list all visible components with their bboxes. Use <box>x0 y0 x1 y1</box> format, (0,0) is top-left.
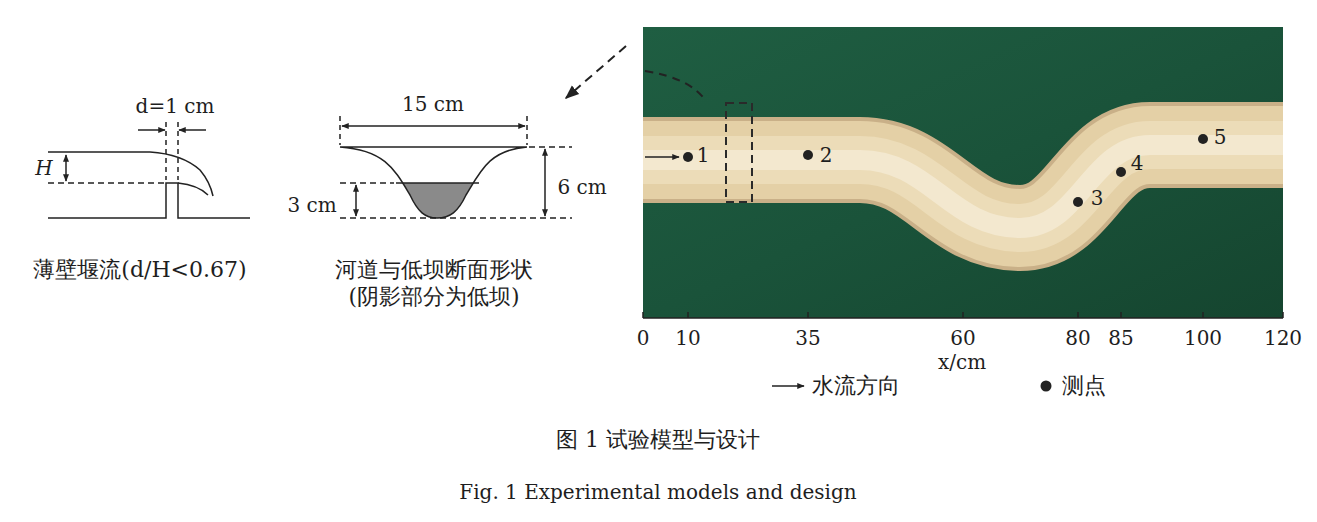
dimension-label: 15 cm <box>402 92 464 116</box>
width-dash <box>339 116 341 145</box>
measure-point <box>683 152 693 162</box>
axis-tick <box>962 312 964 318</box>
flow-arrow <box>645 156 679 158</box>
dimension-label: 3 cm <box>287 193 336 217</box>
caption-english: Fig. 1 Experimental models and design <box>459 480 856 504</box>
tick-label: 35 <box>795 326 820 350</box>
thickness-arrow <box>138 129 165 131</box>
dam-height-arrow <box>355 185 357 216</box>
axis-tick <box>1120 312 1122 318</box>
sub-caption: (阴影部分为低坝) <box>348 284 519 310</box>
figure-caption: 图 1 试验模型与设计 <box>556 427 760 453</box>
measure-point <box>1198 134 1208 144</box>
tick-label: 120 <box>1264 326 1302 350</box>
legend-label: 水流方向 <box>812 373 900 399</box>
axis-tick <box>807 312 809 318</box>
measure-point <box>1073 197 1083 207</box>
photo-ground <box>643 27 1283 318</box>
model-photo <box>643 27 1283 318</box>
pointer-arrow <box>566 46 626 98</box>
dimension-label: 6 cm <box>557 175 606 199</box>
level-dash <box>340 182 394 184</box>
axis-title: x/cm <box>938 350 986 374</box>
tick-label: 100 <box>1184 326 1222 350</box>
width-dash <box>526 116 528 145</box>
point-number: 5 <box>1214 125 1227 149</box>
thickness-arrow <box>179 129 206 131</box>
measure-point <box>803 150 813 160</box>
tick-label: 85 <box>1108 326 1133 350</box>
axis-tick <box>1202 312 1204 318</box>
water-surface <box>48 152 213 196</box>
width-arrow <box>342 125 525 127</box>
weir-schematic <box>48 122 250 218</box>
thickness-dash <box>165 122 167 180</box>
measure-point <box>1116 167 1126 177</box>
channel-bed <box>643 145 1283 228</box>
axis-tick <box>1282 312 1284 318</box>
dimension-label: d=1 cm <box>136 94 215 118</box>
head-arrow <box>65 155 67 181</box>
dam-location-box <box>726 103 752 202</box>
channel-edge <box>643 145 1283 228</box>
tick-label: 80 <box>1065 326 1090 350</box>
dam-top-line <box>396 182 479 184</box>
tick-label: 60 <box>950 326 975 350</box>
nappe-lower <box>178 183 208 195</box>
axis-tick <box>1077 312 1079 318</box>
axis-tick <box>642 312 644 318</box>
depth-arrow <box>544 149 546 216</box>
level-dash <box>340 217 572 219</box>
low-dam-fill <box>340 183 527 218</box>
channel-strip <box>643 145 1283 228</box>
channel-thalweg <box>643 145 1283 228</box>
point-number: 4 <box>1131 151 1144 175</box>
tick-label: 0 <box>637 326 650 350</box>
sub-caption: 薄壁堰流(d/H<0.67) <box>33 257 246 283</box>
x-axis <box>643 312 1283 318</box>
level-dash <box>529 146 572 148</box>
legend-arrow-sample <box>772 385 804 387</box>
thickness-dash <box>177 122 179 180</box>
dashed-arc <box>645 71 706 101</box>
channel-outline <box>340 147 527 218</box>
dimension-label: H <box>35 156 52 180</box>
point-number: 1 <box>697 143 710 167</box>
point-number: 2 <box>820 143 833 167</box>
tick-label: 10 <box>675 326 700 350</box>
axis-tick <box>687 312 689 318</box>
legend-label: 测点 <box>1062 373 1106 399</box>
legend-dot-sample <box>1041 381 1052 392</box>
channel-section <box>340 116 572 218</box>
weir-plate <box>48 183 250 218</box>
sub-caption: 河道与低坝断面形状 <box>335 257 533 283</box>
point-number: 3 <box>1091 186 1104 210</box>
crest-dash <box>48 182 164 184</box>
